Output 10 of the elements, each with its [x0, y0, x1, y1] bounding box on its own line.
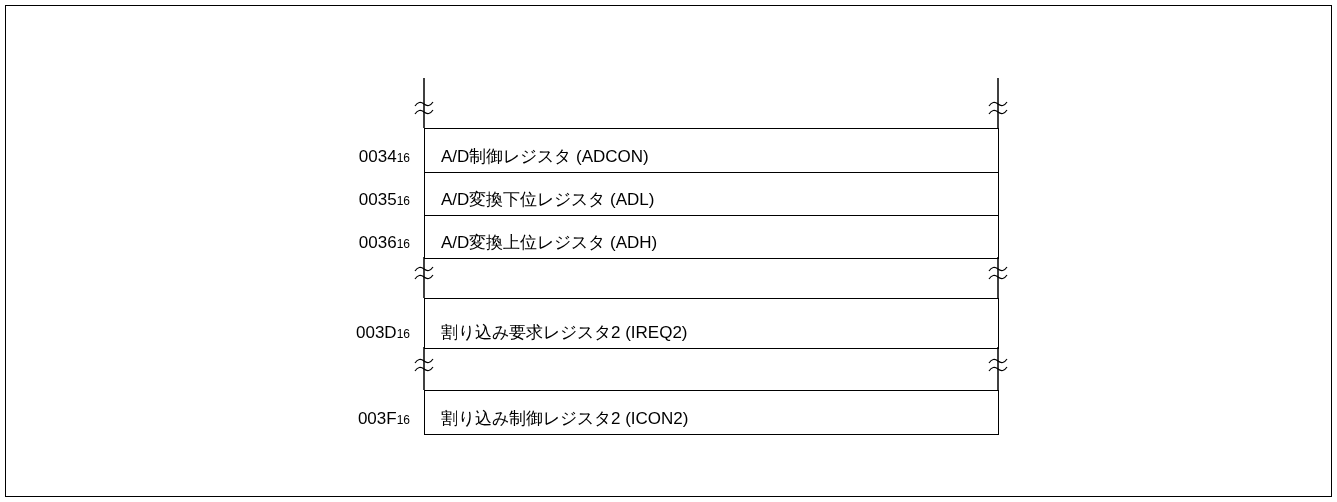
register-name: A/D変換下位レジスタ (ADL)	[441, 188, 655, 211]
register-row	[424, 171, 999, 216]
register-row	[424, 298, 999, 349]
register-name: 割り込み要求レジスタ2 (IREQ2)	[441, 321, 688, 344]
register-name: A/D変換上位レジスタ (ADH)	[441, 231, 658, 254]
register-name: 割り込み制御レジスタ2 (ICON2)	[441, 407, 689, 430]
register-row	[424, 214, 999, 259]
register-row	[424, 390, 999, 435]
register-name: A/D制御レジスタ (ADCON)	[441, 145, 649, 168]
register-row	[424, 128, 999, 173]
